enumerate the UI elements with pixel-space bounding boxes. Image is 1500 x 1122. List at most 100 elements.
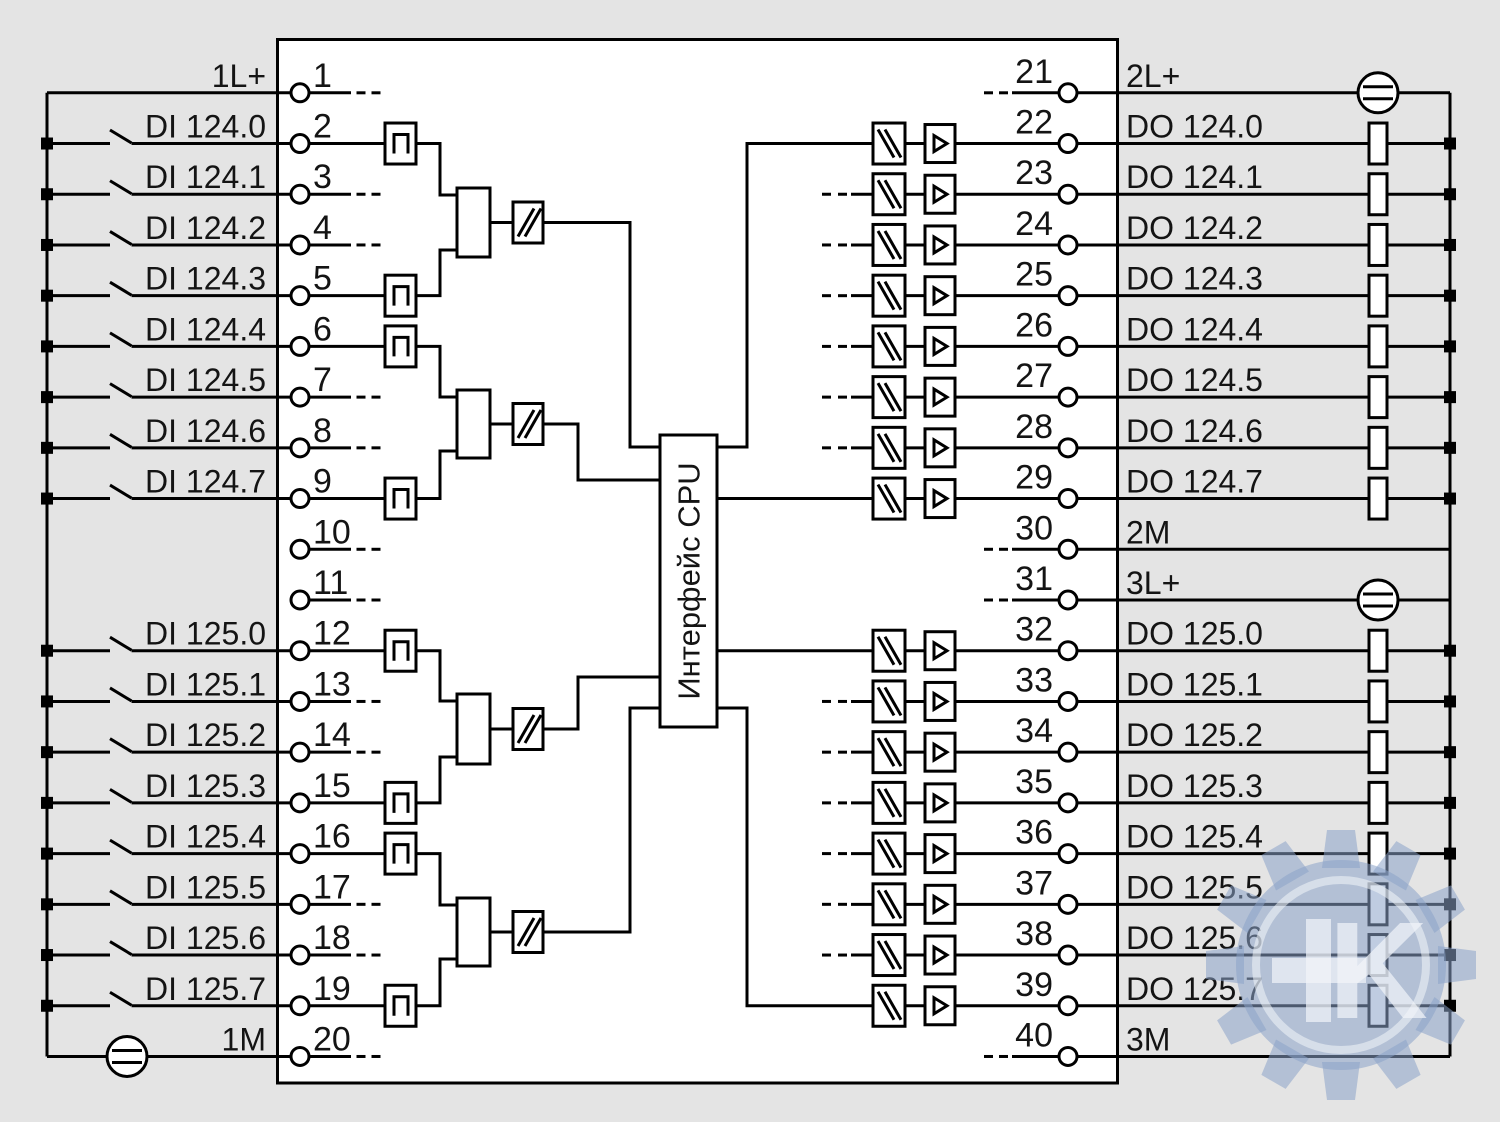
- terminal-number: 17: [313, 868, 351, 906]
- driver-triangle-icon: [932, 792, 950, 814]
- left-row-label: DI 124.7: [145, 464, 266, 500]
- terminal-17: [289, 893, 311, 915]
- cpu-to-do-bus-top: [717, 142, 873, 449]
- input-filter-icon: [383, 273, 418, 318]
- driver-triangle-icon: [932, 640, 950, 662]
- driver-triangle-icon: [932, 995, 950, 1017]
- hatch-line: [883, 788, 903, 818]
- junction-dot: [1444, 238, 1456, 251]
- terminal-2: [289, 133, 311, 155]
- hatch-line: [883, 635, 903, 666]
- terminal-number: 12: [313, 615, 351, 653]
- terminal-number: 1: [313, 57, 332, 95]
- terminal-24: [1057, 234, 1079, 256]
- driver-box: [923, 934, 957, 976]
- terminal-6: [289, 335, 311, 357]
- terminal-number: 37: [1015, 864, 1053, 902]
- filter-to-merge-wire: [416, 755, 457, 805]
- load-icon: [1367, 324, 1389, 369]
- load-icon: [1367, 222, 1389, 267]
- terminal-number: 18: [313, 919, 351, 957]
- hatch-line: [876, 838, 896, 869]
- terminal-25: [1057, 285, 1079, 307]
- terminal-14: [289, 741, 311, 763]
- terminal-20: [289, 1045, 311, 1067]
- right-row-label: DO 125.1: [1126, 666, 1263, 702]
- hatch-line: [516, 917, 536, 947]
- terminal-number: 8: [313, 412, 332, 450]
- junction-dot: [1444, 340, 1456, 353]
- left-row-label: DI 124.3: [145, 261, 266, 297]
- supply-source-icon: [1356, 578, 1400, 622]
- junction-dot: [1444, 441, 1456, 454]
- terminal-9: [289, 488, 311, 510]
- left-row-label: DI 124.1: [145, 159, 266, 195]
- input-group-box: [455, 896, 492, 968]
- hatch-line: [516, 409, 536, 439]
- driver-triangle-icon: [932, 335, 950, 358]
- plus-icon: [1306, 919, 1331, 1022]
- hatch-line: [516, 207, 536, 238]
- filter-glyph: [392, 843, 410, 864]
- input-filter-icon: [383, 628, 418, 673]
- group-to-cpu-wire: [543, 422, 660, 482]
- driver-box: [923, 985, 957, 1027]
- terminal-number: 23: [1015, 154, 1053, 192]
- switch-blade-icon: [109, 483, 133, 500]
- hatch-line: [883, 230, 903, 260]
- left-row-label: DI 125.5: [145, 869, 266, 905]
- terminal-number: 30: [1015, 509, 1053, 547]
- isolation-barrier-icon: [511, 910, 545, 954]
- right-row-label: DO 125.0: [1126, 616, 1263, 652]
- hatch-line: [876, 991, 896, 1021]
- driver-box: [923, 325, 957, 367]
- left-row-label: 1M: [222, 1021, 266, 1057]
- hatch-line: [883, 433, 903, 463]
- terminal-29: [1057, 488, 1079, 510]
- switch-blade-icon: [109, 940, 133, 956]
- terminal-39: [1057, 995, 1079, 1017]
- gear-ring: [1252, 876, 1430, 1054]
- right-row-label: DO 124.2: [1126, 210, 1263, 246]
- terminal-22: [1057, 133, 1079, 155]
- terminal-27: [1057, 386, 1079, 408]
- terminal-number: 36: [1015, 814, 1053, 852]
- input-filter-icon: [383, 476, 418, 521]
- hatch-line: [876, 230, 896, 260]
- supply-source-icon: [1356, 71, 1400, 115]
- terminal-number: 5: [313, 260, 332, 298]
- load-icon: [1367, 780, 1389, 825]
- load-icon: [1367, 476, 1389, 521]
- terminal-7: [289, 386, 311, 408]
- gear-tooth: [1206, 946, 1244, 984]
- left-row-label: DI 124.0: [145, 109, 266, 145]
- driver-triangle-icon: [932, 944, 950, 966]
- right-row-label: DO 124.6: [1126, 413, 1263, 449]
- hatch-line: [883, 280, 903, 311]
- hatch-line: [523, 409, 543, 439]
- terminal-number: 32: [1015, 611, 1053, 649]
- left-row-label: DI 125.7: [145, 971, 266, 1007]
- terminal-5: [289, 285, 311, 307]
- junction-dot: [1444, 289, 1456, 302]
- hatch-line: [876, 280, 896, 311]
- filter-glyph: [392, 133, 410, 154]
- hatch-line: [883, 991, 903, 1021]
- driver-box: [923, 224, 957, 266]
- left-row-label: DI 124.5: [145, 362, 266, 398]
- terminal-38: [1057, 944, 1079, 966]
- terminal-36: [1057, 843, 1079, 865]
- hatch-line: [876, 433, 896, 463]
- hatch-line: [876, 686, 896, 717]
- switch-blade-icon: [109, 280, 133, 297]
- terminal-number: 4: [313, 209, 332, 247]
- switch-blade-icon: [109, 990, 133, 1007]
- group-to-cpu-wire: [543, 675, 660, 731]
- terminal-40: [1057, 1045, 1079, 1067]
- terminal-number: 9: [313, 463, 332, 501]
- hatch-line: [876, 331, 896, 362]
- terminal-1: [289, 82, 311, 104]
- switch-blade-icon: [109, 838, 133, 855]
- driver-box: [923, 173, 957, 215]
- supply-source-icon: [105, 1034, 149, 1078]
